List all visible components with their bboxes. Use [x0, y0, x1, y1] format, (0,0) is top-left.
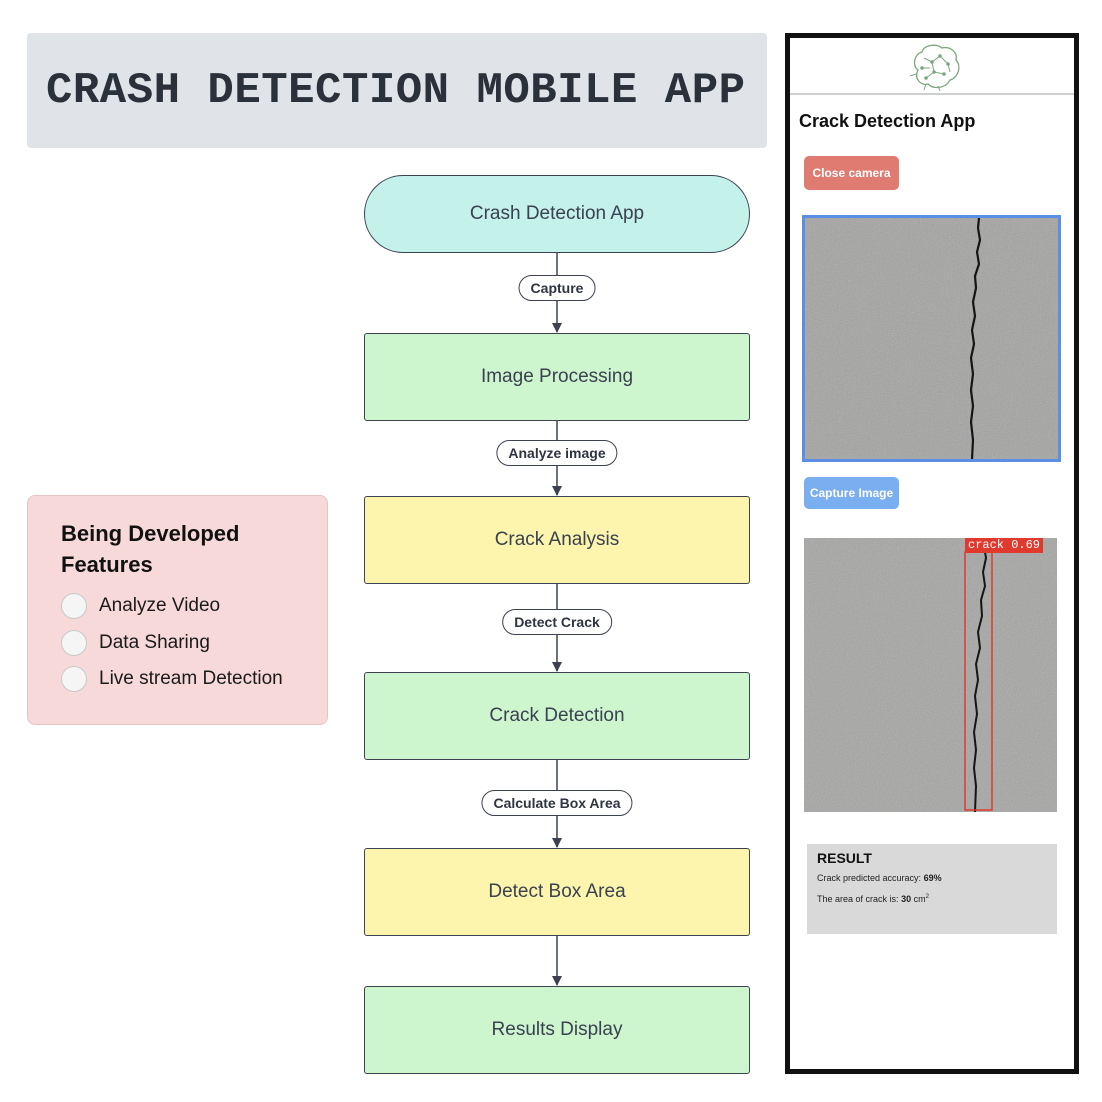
edge-label-analyze-image: Analyze image: [496, 440, 618, 466]
node-detect-box-area: Detect Box Area: [364, 848, 750, 936]
features-title: Being Developed Features: [61, 521, 240, 577]
radio-circle-icon[interactable]: [61, 629, 87, 656]
concrete-crack-image: [805, 218, 1058, 459]
features-card: Being Developed Features Analyze Video D…: [27, 495, 328, 725]
brain-circuit-logo-icon: [909, 44, 960, 92]
app-title: Crack Detection App: [799, 111, 976, 131]
accuracy-value: 69%: [923, 873, 942, 883]
feature-label: Data Sharing: [99, 631, 210, 653]
radio-circle-icon[interactable]: [61, 666, 87, 693]
node-image-processing: Image Processing: [364, 333, 750, 421]
feature-item[interactable]: Live stream Detection: [61, 661, 307, 698]
concrete-crack-detected-image: [804, 538, 1057, 812]
node-results-display: Results Display: [364, 986, 750, 1074]
node-label: Crack Analysis: [494, 529, 620, 550]
edge-label-detect-crack: Detect Crack: [502, 609, 612, 635]
feature-item[interactable]: Data Sharing: [61, 625, 307, 662]
accuracy-label: Crack predicted accuracy:: [817, 873, 922, 883]
node-label: Image Processing: [480, 366, 634, 387]
area-value: 30: [901, 894, 912, 904]
feature-label: Analyze Video: [99, 595, 221, 617]
node-crash-detection-app: Crash Detection App: [364, 175, 750, 253]
feature-label: Live stream Detection: [99, 668, 283, 690]
area-label: The area of crack is:: [817, 894, 899, 904]
edge-label-capture: Capture: [518, 275, 596, 301]
feature-item[interactable]: Analyze Video: [61, 588, 307, 625]
node-label: Results Display: [491, 1019, 623, 1040]
phone-mockup: Crack Detection App Close camera Capture…: [785, 33, 1079, 1074]
result-title: RESULT: [817, 850, 872, 866]
page-title: CRASH DETECTION MOBILE APP: [46, 65, 746, 116]
node-label: Detect Box Area: [488, 881, 626, 902]
camera-preview: [802, 215, 1061, 462]
phone-header: [790, 38, 1074, 95]
area-exponent: 2: [925, 894, 929, 900]
detection-result-image: crack 0.69: [804, 538, 1057, 812]
node-label: Crack Detection: [489, 705, 625, 726]
detection-label: crack 0.69: [965, 538, 1044, 553]
result-panel: RESULT Crack predicted accuracy: 69% The…: [807, 844, 1057, 934]
close-camera-button[interactable]: Close camera: [804, 156, 899, 190]
area-unit: cm: [913, 894, 926, 904]
node-label: Crash Detection App: [469, 203, 645, 224]
node-crack-detection: Crack Detection: [364, 672, 750, 760]
title-banner: CRASH DETECTION MOBILE APP: [27, 33, 767, 148]
capture-image-button[interactable]: Capture Image: [804, 477, 899, 509]
edge-label-calculate-box-area: Calculate Box Area: [481, 790, 633, 816]
node-crack-analysis: Crack Analysis: [364, 496, 750, 584]
area-line: The area of crack is: 30 cm2: [817, 891, 1047, 905]
accuracy-line: Crack predicted accuracy: 69%: [817, 872, 1047, 884]
radio-circle-icon[interactable]: [61, 593, 87, 620]
